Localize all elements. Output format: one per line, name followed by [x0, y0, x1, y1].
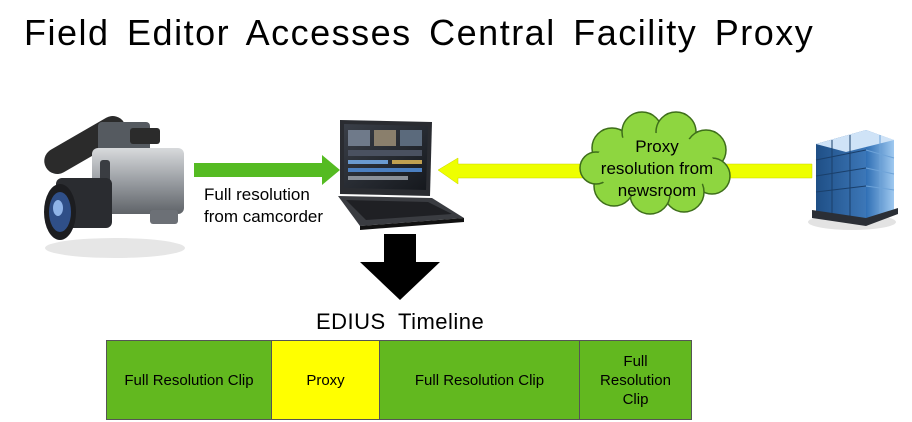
office-building-icon: [808, 130, 898, 230]
slide-title: Field Editor Accesses Central Facility P…: [24, 12, 815, 53]
timeline-title: EDIUS Timeline: [316, 309, 485, 334]
timeline-clip-3: Full Resolution Clip: [380, 341, 580, 419]
cloud-label-line3: newsroom: [617, 181, 697, 200]
timeline-clip-4-label: Full Resolution Clip: [600, 352, 671, 408]
camcorder-label-line1: Full resolution: [204, 185, 310, 204]
laptop-icon: [338, 120, 464, 230]
cloud-label: Proxy resolution from newsroom: [582, 136, 732, 202]
timeline-clip-1-label: Full Resolution Clip: [124, 371, 254, 389]
timeline-clip-2-label: Proxy: [306, 371, 345, 389]
timeline-clip-4: Full Resolution Clip: [580, 341, 691, 419]
cloud-label-line2: resolution from: [600, 159, 714, 178]
camcorder-label-line2: from camcorder: [204, 207, 324, 226]
timeline-clip-1: Full Resolution Clip: [107, 341, 272, 419]
cloud-fill: [594, 133, 714, 197]
full-resolution-arrow: [194, 155, 340, 185]
timeline-bar: Full Resolution Clip Proxy Full Resoluti…: [106, 340, 692, 420]
cloud-label-line1: Proxy: [635, 137, 679, 156]
timeline-clip-3-label: Full Resolution Clip: [414, 371, 545, 389]
timeline-clip-2: Proxy: [272, 341, 380, 419]
video-camera-icon: [44, 116, 185, 258]
down-arrow: [360, 234, 440, 300]
